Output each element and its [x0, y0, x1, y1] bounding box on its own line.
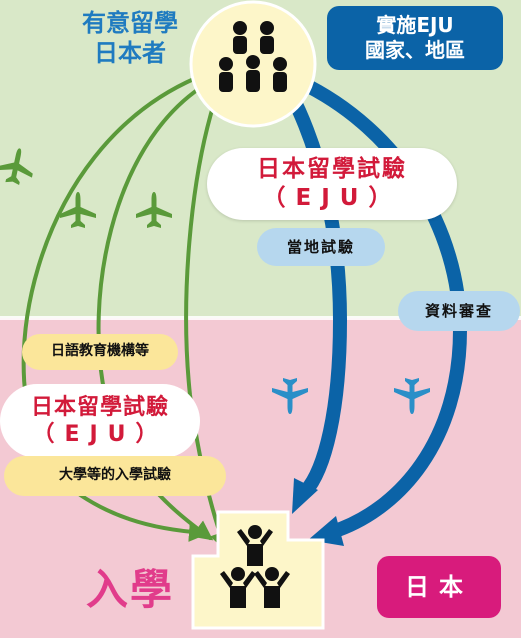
applicants-label-line2: 日本者 — [94, 39, 166, 67]
university-exam-label: 大學等的入學試驗 — [59, 467, 171, 484]
eju-abbr-japan: （EJU） — [32, 422, 168, 447]
local-exam-pill: 當地試驗 — [257, 228, 385, 266]
japanese-institutions-pill: 日語教育機構等 — [22, 334, 178, 370]
eju-countries-line2: 國家、地區 — [365, 38, 465, 62]
applicants-label-line1: 有意留學 — [82, 9, 178, 37]
people-group-icon — [189, 0, 317, 128]
japanese-institutions-label: 日語教育機構等 — [51, 343, 149, 360]
eju-title-japan: 日本留學試驗 — [30, 394, 169, 420]
japan-label: 日本 — [405, 573, 473, 601]
airplane-icon — [394, 378, 430, 414]
eju-countries-line1: 實施EJU — [376, 13, 454, 37]
eju-oval-overseas: 日本留學試驗 （EJU） — [207, 148, 457, 220]
local-exam-label: 當地試驗 — [286, 237, 355, 256]
university-building-icon — [191, 510, 325, 630]
airplane-icon — [136, 192, 172, 228]
airplane-icon — [0, 144, 38, 188]
green-arrow-middle — [96, 86, 214, 541]
blue-arrow-local-head — [292, 478, 318, 514]
airplane-icon — [272, 378, 308, 414]
region-divider — [0, 316, 521, 320]
eju-countries-box: 實施EJU 國家、地區 — [327, 6, 503, 70]
green-arrow-inner — [184, 98, 230, 552]
eju-oval-japan: 日本留學試驗 （EJU） — [0, 384, 200, 458]
eju-abbr: （EJU） — [262, 185, 402, 211]
admission-label: 入學 — [85, 565, 174, 614]
eju-title: 日本留學試驗 — [257, 156, 407, 183]
applicants-label: 有意留學 日本者 — [70, 8, 190, 68]
japan-box: 日本 — [377, 556, 501, 618]
document-review-pill: 資料審查 — [398, 291, 520, 331]
document-review-label: 資料審查 — [424, 301, 493, 320]
university-exam-pill: 大學等的入學試驗 — [4, 456, 226, 496]
